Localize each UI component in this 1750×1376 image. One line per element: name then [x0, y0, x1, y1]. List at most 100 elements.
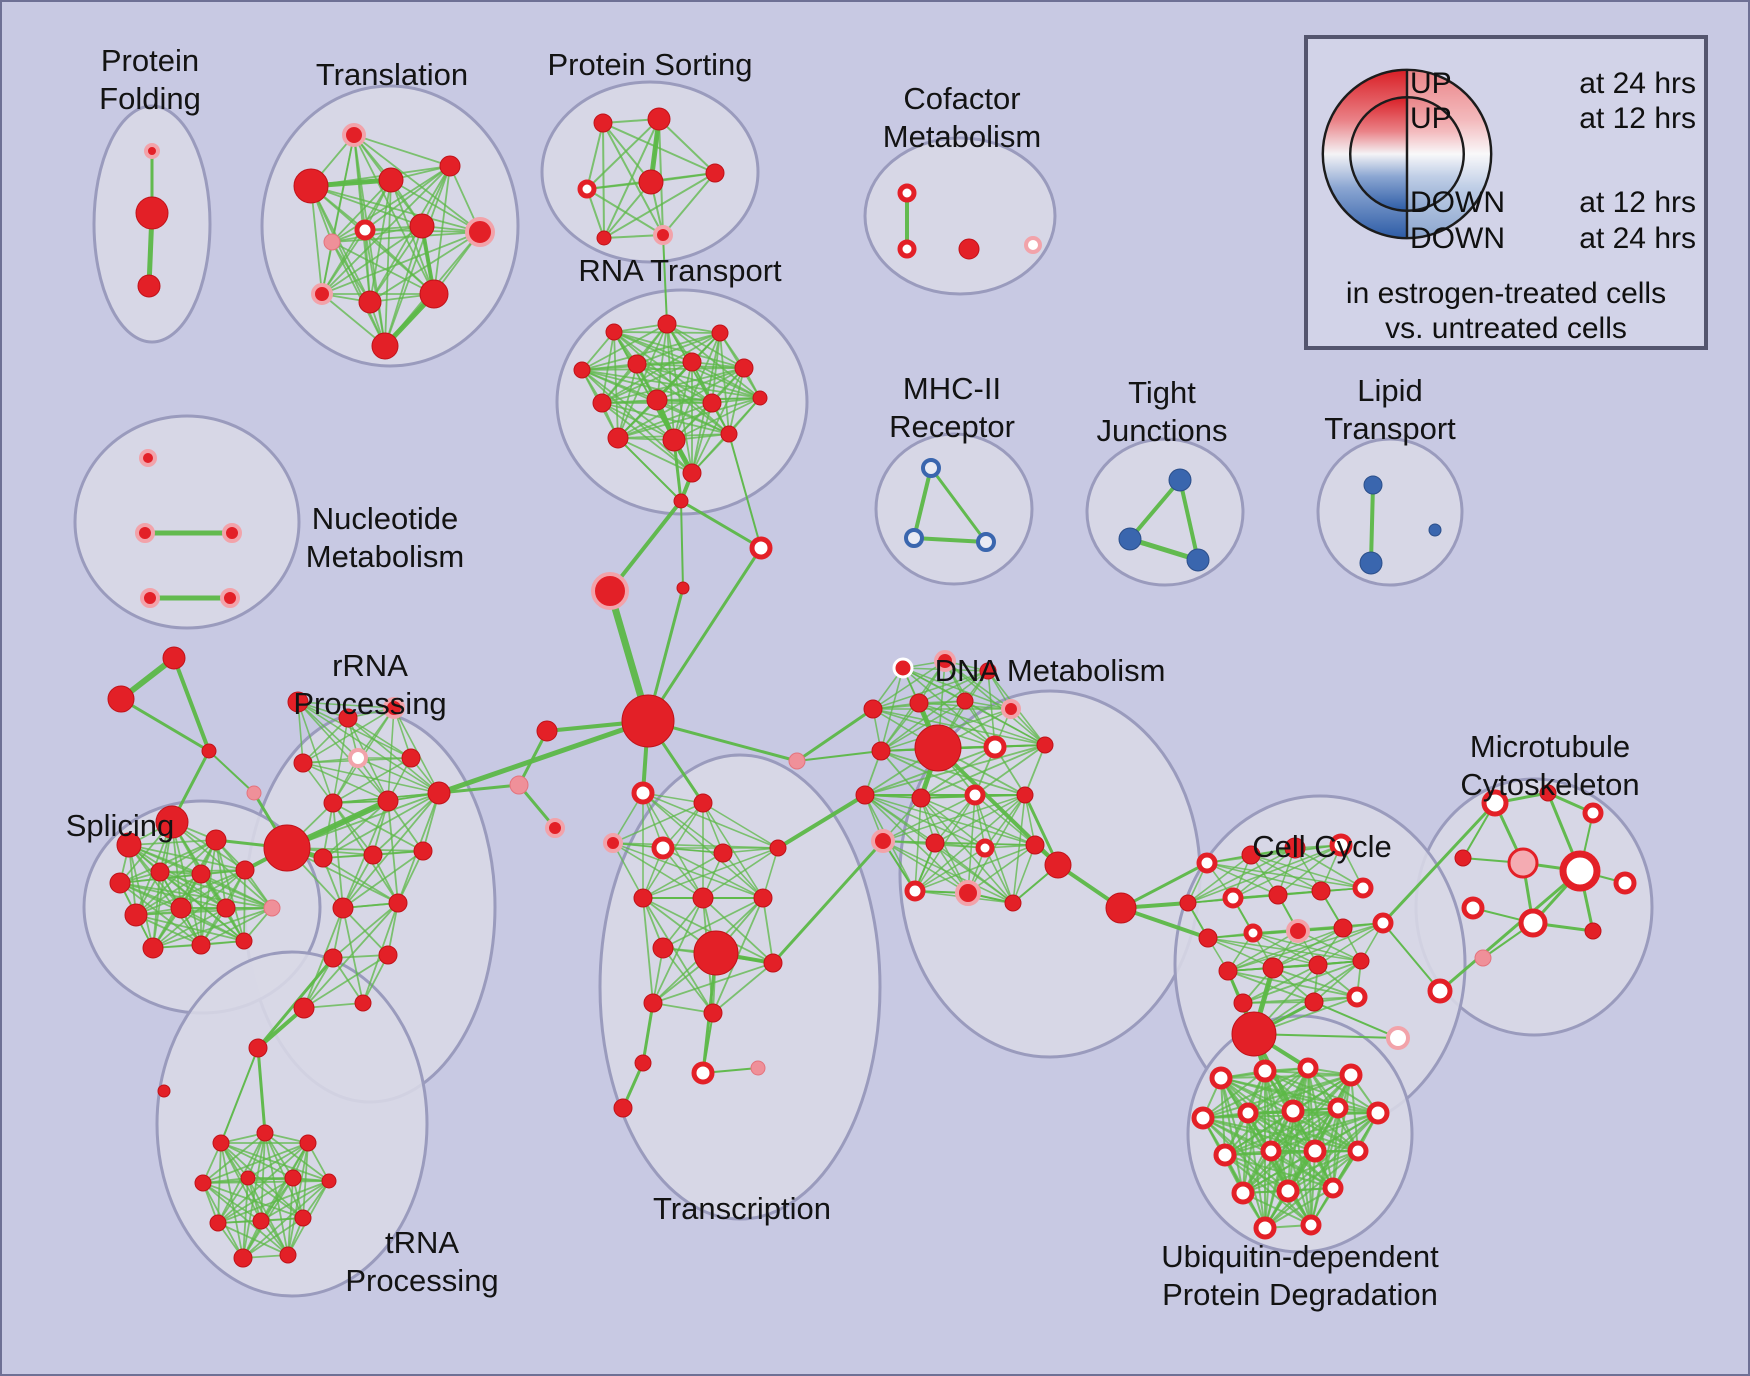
node-m6 — [1613, 871, 1637, 895]
edge — [1178, 478, 1200, 562]
node-tr7 — [284, 1169, 302, 1187]
edge — [728, 433, 762, 549]
node-u6 — [1281, 1099, 1305, 1123]
node-m2 — [1582, 802, 1604, 824]
edge — [581, 332, 721, 371]
node-cc2 — [1284, 837, 1306, 859]
edge — [918, 702, 996, 748]
cluster-label-transcription: Transcription — [652, 1191, 832, 1226]
edge — [364, 229, 371, 303]
edge — [656, 367, 745, 401]
legend-row-up-12: UP at 12 hrs — [1410, 102, 1696, 136]
edge — [612, 842, 764, 899]
node-u14 — [1276, 1179, 1300, 1203]
edge — [347, 717, 412, 759]
node-rr15 — [378, 945, 398, 965]
node-sp1 — [155, 805, 189, 839]
edge — [912, 466, 933, 540]
node-S1 — [673, 493, 689, 509]
node-d3 — [863, 699, 883, 719]
edge — [1264, 1112, 1379, 1229]
node-S5 — [536, 720, 558, 742]
edge — [159, 839, 217, 873]
node-tx7 — [692, 887, 714, 909]
node-rr4 — [348, 748, 368, 768]
edge — [297, 701, 359, 759]
node-u17 — [1300, 1214, 1322, 1236]
edge — [796, 750, 882, 762]
edge — [200, 873, 273, 909]
edge — [1382, 922, 1441, 992]
node-rr16 — [293, 997, 315, 1019]
edge — [321, 231, 481, 295]
cluster-label-rna-transport: RNA Transport — [578, 253, 782, 288]
edge — [1438, 869, 1582, 993]
node-u5 — [1237, 1102, 1259, 1124]
edge — [1202, 1070, 1266, 1119]
legend-row-down-12: DOWN at 12 hrs — [1410, 186, 1696, 220]
node-d0 — [892, 657, 914, 679]
node-u7 — [1327, 1097, 1349, 1119]
edge — [1127, 536, 1201, 563]
edge — [1317, 922, 1384, 966]
edge — [1247, 1067, 1309, 1114]
node-fr2 — [201, 743, 217, 759]
legend-row-down-24: DOWN at 24 hrs — [1410, 222, 1696, 256]
edge — [1264, 1187, 1334, 1229]
edge — [662, 847, 764, 899]
edge — [1294, 847, 1364, 889]
node-S6 — [509, 775, 529, 795]
node-t6 — [409, 213, 435, 239]
node-rr12 — [332, 897, 354, 919]
node-cc15 — [1262, 957, 1284, 979]
edge — [264, 1132, 330, 1182]
edge — [1187, 844, 1342, 904]
node-tr1 — [157, 1084, 171, 1098]
edge — [135, 907, 273, 916]
edge — [880, 750, 1026, 796]
edge — [1128, 478, 1182, 541]
edge — [1272, 922, 1384, 969]
node-H — [621, 694, 675, 748]
edge — [914, 844, 1036, 892]
node-d16 — [925, 833, 945, 853]
edge — [712, 962, 774, 1014]
edge — [722, 852, 764, 899]
edge — [215, 839, 227, 909]
edge — [1012, 844, 1036, 904]
edge — [880, 670, 989, 752]
edge — [303, 902, 399, 1009]
edge — [331, 241, 435, 295]
node-tr11 — [294, 1209, 312, 1227]
edge — [1264, 1070, 1289, 1192]
node-sp11 — [191, 935, 211, 955]
node-tj0 — [1168, 468, 1192, 492]
edge — [353, 134, 451, 167]
edge — [353, 134, 481, 233]
edge — [208, 750, 255, 794]
edge — [384, 225, 423, 347]
edge — [364, 229, 386, 347]
node-cf1 — [897, 239, 917, 259]
node-pf2 — [137, 274, 161, 298]
node-rt2 — [711, 324, 729, 342]
edge — [864, 744, 1046, 796]
node-t11 — [371, 332, 399, 360]
edge — [691, 367, 745, 474]
node-cc17 — [1352, 952, 1370, 970]
legend-time: at 24 hrs — [1579, 67, 1696, 100]
node-sp0 — [116, 832, 142, 858]
edge — [152, 821, 173, 949]
node-rt1 — [657, 314, 677, 334]
legend-footer-line1: in estrogen-treated cells — [1345, 277, 1667, 310]
node-pf1 — [135, 196, 169, 230]
edge — [159, 871, 227, 909]
edge — [342, 850, 424, 909]
edge — [152, 907, 227, 949]
edge — [217, 1180, 330, 1224]
edge — [880, 750, 922, 799]
node-rt8 — [646, 389, 668, 411]
node-cc10 — [1243, 923, 1263, 943]
